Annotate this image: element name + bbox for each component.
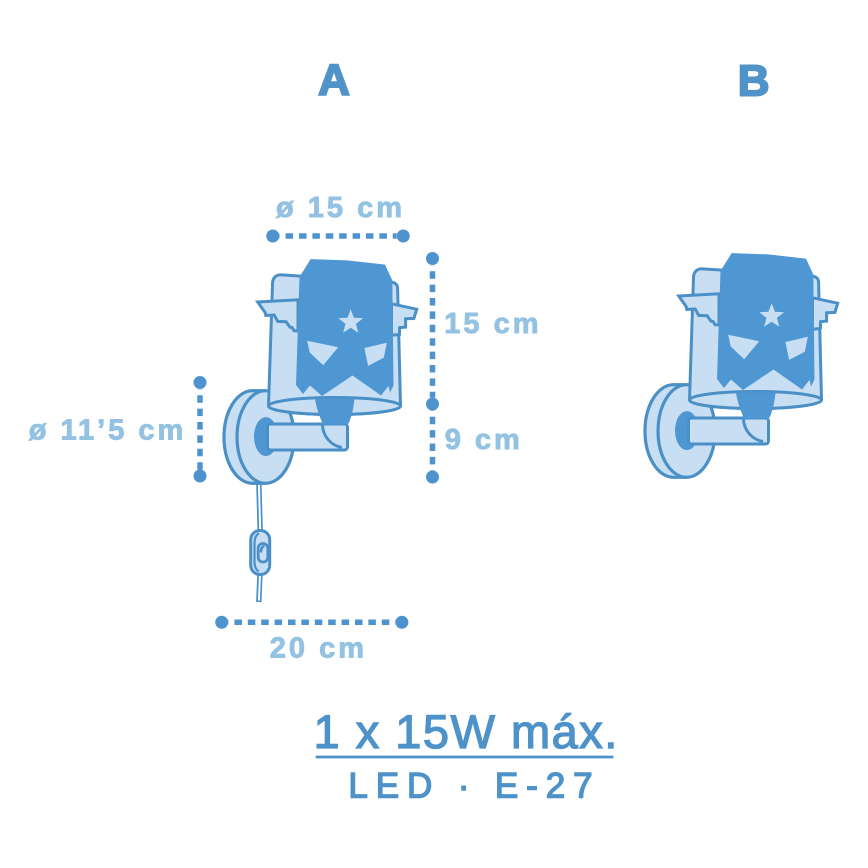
svg-text:B: B [738,56,770,105]
svg-text:9 cm: 9 cm [445,424,523,456]
svg-text:ø 11’5 cm: ø 11’5 cm [29,414,187,446]
svg-text:A: A [318,56,350,105]
svg-text:15 cm: 15 cm [444,308,541,340]
svg-text:1 x 15W máx.: 1 x 15W máx. [314,705,619,758]
svg-text:20 cm: 20 cm [270,632,367,664]
svg-text:LED · E-27: LED · E-27 [348,767,600,806]
svg-text:ø 15 cm: ø 15 cm [276,192,405,224]
